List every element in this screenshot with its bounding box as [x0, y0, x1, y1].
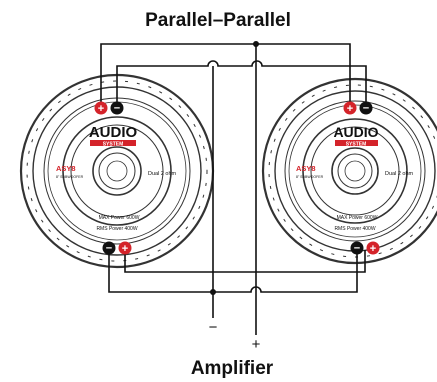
speaker-right-dust-cap	[331, 147, 379, 195]
speaker-right-max-power: MAX Power 600W	[337, 215, 378, 221]
top-positive-wire	[100, 43, 351, 104]
speaker-left-coil-label: Dual 2 ohm	[148, 171, 177, 177]
svg-text:+: +	[347, 103, 353, 115]
speaker-right-coil-label: Dual 2 ohm	[385, 171, 414, 177]
speaker-right-outer-frame	[261, 77, 437, 265]
speaker-left-top-negative-terminal: −	[110, 101, 124, 115]
wiring	[100, 41, 367, 335]
speaker-left-brand: AUDIO	[89, 124, 138, 141]
svg-text:+: +	[98, 103, 104, 115]
speaker-right-brand: AUDIO	[333, 124, 378, 140]
speaker-left-rms-power: RMS Power 400W	[96, 226, 137, 232]
amplifier-label: Amplifier	[191, 358, 274, 379]
junction-bottom-negative	[210, 289, 216, 295]
svg-text:−: −	[106, 243, 112, 255]
speaker-left-cone	[62, 116, 172, 226]
amplifier-positive-sign: +	[252, 336, 261, 353]
svg-text:−: −	[114, 103, 120, 115]
speaker-right-brand-sub: SYSTEM	[346, 141, 367, 147]
speaker-right-top-positive-terminal: +	[343, 101, 357, 115]
speaker-left-top-positive-terminal: +	[94, 101, 108, 115]
speaker-right-cone	[302, 118, 408, 224]
diagram-title: Parallel–Parallel	[145, 10, 291, 31]
speaker-right-bottom-negative-terminal: −	[350, 241, 364, 255]
svg-text:+: +	[122, 243, 128, 255]
svg-text:+: +	[370, 243, 376, 255]
top-negative-wire	[116, 60, 367, 104]
speaker-left-brand-sub: SYSTEM	[103, 141, 124, 147]
svg-text:−: −	[363, 103, 369, 115]
speaker-right-rms-power: RMS Power 400W	[334, 226, 375, 232]
amplifier-negative-sign: −	[209, 319, 218, 336]
junction-top-positive	[253, 41, 259, 47]
speaker-left-model: ASY8	[56, 164, 76, 173]
speaker-right-model-sub: 8" SUBWOOFER	[296, 175, 324, 179]
bottom-positive-wire	[124, 250, 366, 273]
speaker-right-bottom-positive-terminal: +	[366, 241, 380, 255]
speaker-left-model-sub: 8" SUBWOOFER	[56, 175, 84, 179]
svg-text:−: −	[354, 243, 360, 255]
speaker-left-dust-cap	[92, 146, 142, 196]
speaker-left-max-power: MAX Power 600W	[99, 215, 140, 221]
speaker-left-bottom-positive-terminal: +	[118, 241, 132, 255]
speaker-right-top-negative-terminal: −	[359, 101, 373, 115]
speaker-left-bottom-negative-terminal: −	[102, 241, 116, 255]
speaker-right-model: ASY8	[296, 164, 316, 173]
